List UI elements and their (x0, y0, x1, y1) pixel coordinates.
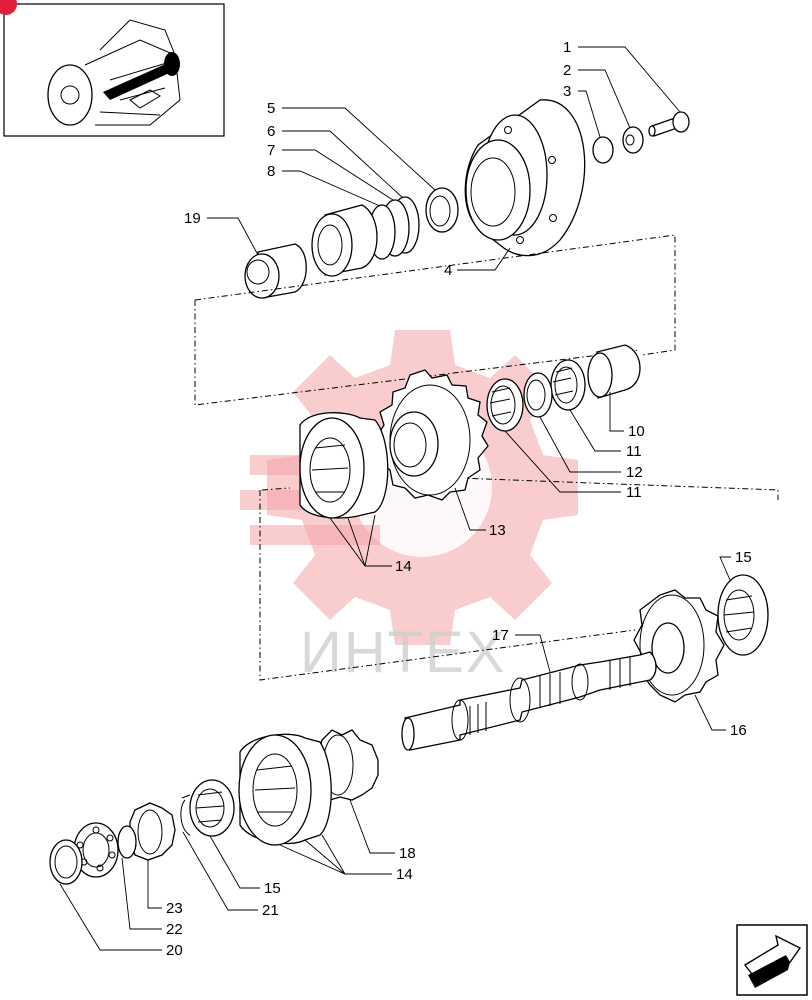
callout-3: 3 (563, 83, 571, 100)
seal-part (425, 187, 459, 233)
retaining-clip-part (180, 794, 191, 836)
alignment-line (259, 474, 779, 681)
callout-11: 11 (626, 443, 642, 460)
bearing-housing-part (464, 99, 586, 257)
callout-2: 2 (563, 62, 571, 79)
callout-labels: 1 2 3 4 5 6 7 8 19 10 11 12 11 13 14 15 … (166, 39, 752, 959)
callout-14: 14 (395, 558, 412, 575)
next-page-arrow-icon[interactable] (736, 924, 808, 996)
needle-bearing-part (486, 378, 524, 432)
callout-4: 4 (444, 262, 452, 279)
callout-13: 13 (489, 522, 506, 539)
callout-22: 22 (166, 921, 183, 938)
o-ring-part (592, 136, 614, 164)
sync-hub-part (299, 412, 389, 519)
sync-hub-part (238, 733, 332, 846)
thumbnail-overview (0, 0, 225, 137)
callout-14-lower: 14 (396, 866, 413, 883)
callout-21: 21 (262, 902, 279, 919)
main-shaft-part (401, 651, 657, 751)
roller-bearing-part (311, 204, 378, 277)
bushing-part (244, 243, 307, 299)
callout-16: 16 (730, 722, 747, 739)
callout-12: 12 (626, 464, 643, 481)
gear-part (633, 589, 725, 703)
needle-bearing-part (717, 574, 769, 656)
page-badge-icon (0, 0, 17, 15)
callout-19: 19 (184, 210, 201, 227)
outer-race-part (49, 839, 83, 885)
callout-5: 5 (267, 100, 275, 117)
needle-bearing-part (189, 779, 235, 837)
gear-part (129, 802, 176, 861)
leader-lines (59, 46, 731, 951)
callout-11-lower: 11 (626, 484, 642, 501)
callout-1: 1 (563, 39, 571, 56)
callout-17: 17 (492, 627, 509, 644)
alignment-line (194, 234, 676, 406)
callout-15-lower: 15 (264, 880, 281, 897)
callout-10: 10 (628, 423, 645, 440)
callout-8: 8 (267, 163, 275, 180)
callout-6: 6 (267, 123, 275, 140)
watermark-text: ИНТЕХ (300, 620, 506, 685)
callout-15: 15 (735, 549, 752, 566)
callout-7: 7 (267, 142, 275, 159)
bolt-part (648, 111, 690, 137)
callout-18: 18 (399, 845, 416, 862)
roller-bearing-part (73, 822, 119, 878)
callout-23: 23 (166, 900, 183, 917)
gear-part (375, 369, 489, 501)
thrust-washer-part (117, 825, 137, 859)
washer-part (622, 126, 644, 154)
snap-ring-part (368, 196, 420, 260)
needle-bearing-part (550, 359, 586, 411)
callout-20: 20 (166, 942, 183, 959)
sleeve-part (587, 344, 641, 399)
spacer-ring-part (523, 372, 553, 418)
